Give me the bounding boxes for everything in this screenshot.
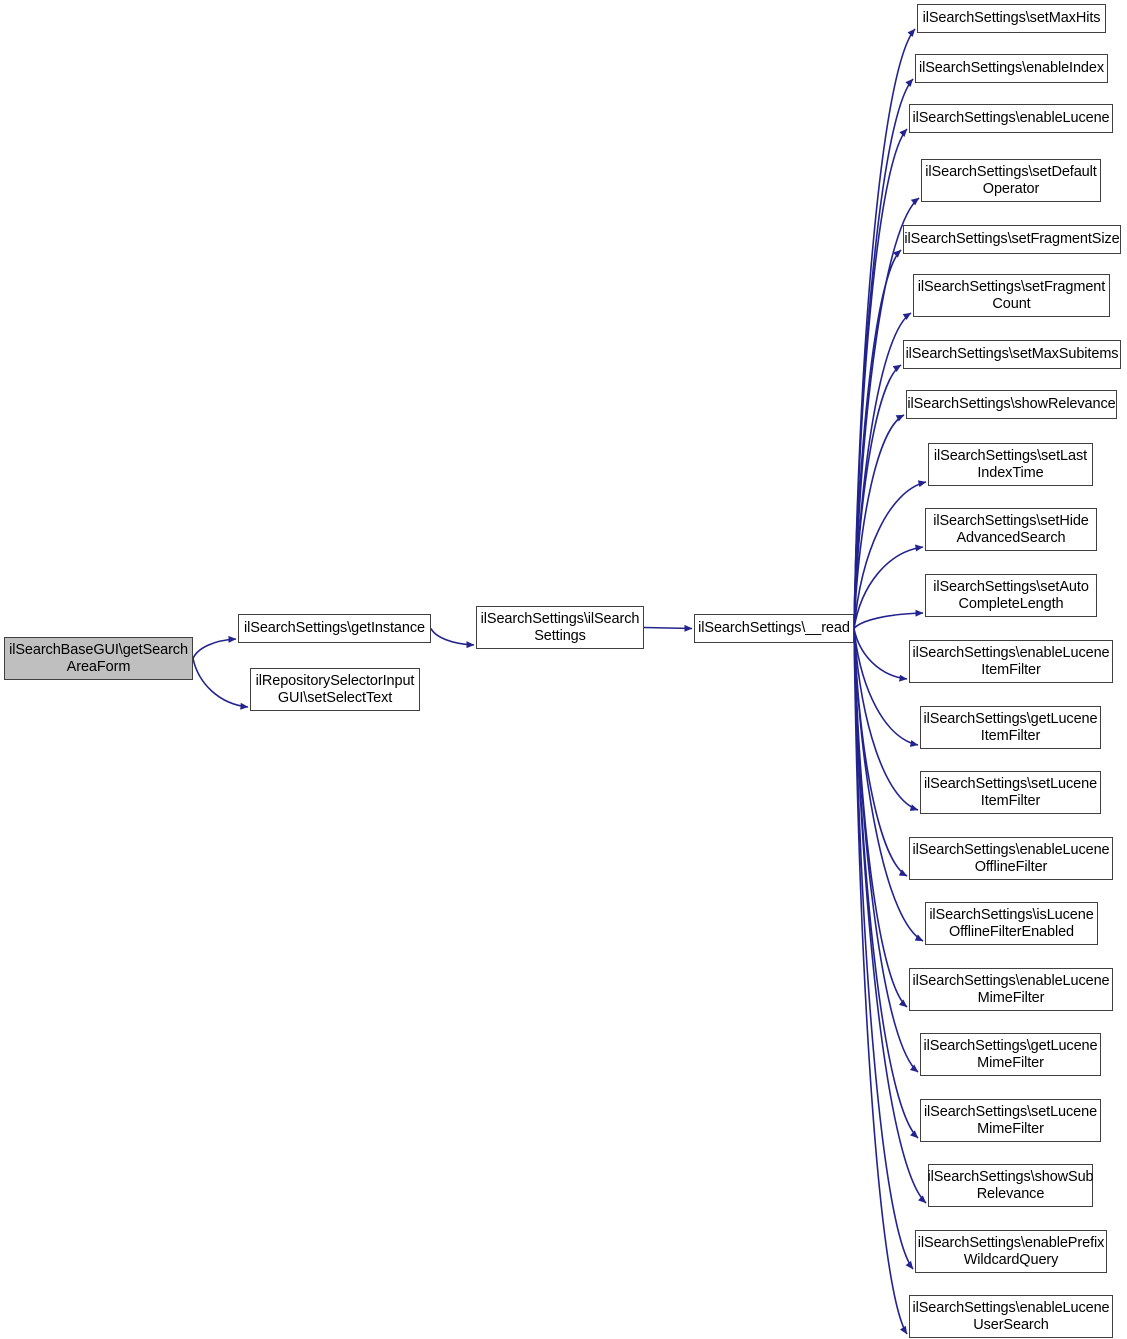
call-edge	[853, 628, 927, 1204]
node-ilsearchsettings-enablelucene-itemfilter[interactable]: ilSearchSettings\enableLucene ItemFilter	[909, 640, 1113, 683]
node-label: ilSearchSettings\enableLucene OfflineFil…	[912, 841, 1110, 875]
node-ilsearchsettings-enablelucene-usersearch[interactable]: ilSearchSettings\enableLucene UserSearch	[909, 1295, 1113, 1338]
call-edge	[853, 628, 914, 1270]
node-ilrepositoryselectorinput-gui-setselecttext[interactable]: ilRepositorySelectorInput GUI\setSelectT…	[250, 668, 420, 711]
call-edge	[853, 480, 927, 629]
node-label: ilSearchSettings\enableLucene ItemFilter	[912, 644, 1110, 678]
node-ilsearchsettings-setfragment-count[interactable]: ilSearchSettings\setFragment Count	[913, 274, 1110, 317]
node-label: ilSearchSettings\showRelevance	[907, 396, 1116, 412]
node-label: ilSearchSettings\enableLucene UserSearch	[912, 1299, 1110, 1333]
node-label: ilSearchSettings\getLucene ItemFilter	[923, 710, 1098, 744]
node-label: ilSearchSettings\setHide AdvancedSearch	[933, 512, 1089, 546]
node-ilsearchsettings-setauto-completelength[interactable]: ilSearchSettings\setAuto CompleteLength	[925, 574, 1097, 617]
node-label: ilSearchSettings\enableLucene MimeFilter	[912, 972, 1110, 1006]
node-ilsearchsettings-showsub-relevance[interactable]: ilSearchSettings\showSub Relevance	[927, 1164, 1094, 1207]
node-label: ilSearchSettings\setFragment Count	[917, 278, 1106, 312]
node-ilsearchsettings-setmaxsubitems[interactable]: ilSearchSettings\setMaxSubitems	[903, 340, 1121, 369]
node-label: ilSearchSettings\setLucene ItemFilter	[923, 775, 1098, 809]
call-edge	[192, 635, 237, 659]
call-edge	[853, 249, 902, 629]
node-label: ilSearchSettings\setAuto CompleteLength	[933, 578, 1089, 612]
call-edge	[853, 628, 908, 682]
node-ilsearchsettings-setfragmentsize[interactable]: ilSearchSettings\setFragmentSize	[903, 225, 1121, 254]
node-label: ilSearchSettings\enableIndex	[918, 60, 1105, 76]
node-label: ilSearchSettings\getInstance	[244, 620, 425, 636]
node-ilsearchsettings-getinstance[interactable]: ilSearchSettings\getInstance	[238, 614, 431, 643]
call-edge	[853, 364, 902, 629]
node-label: ilSearchSettings\setFragmentSize	[904, 231, 1120, 247]
call-edge	[853, 544, 924, 629]
node-label: ilSearchSettings\setLast IndexTime	[933, 447, 1088, 481]
node-label: ilSearchSettings\enableLucene	[912, 110, 1110, 126]
node-ilsearchsettings-ilsearch-settings[interactable]: ilSearchSettings\ilSearch Settings	[476, 606, 644, 649]
node-label: ilSearchBaseGUI\getSearch AreaForm	[9, 641, 188, 675]
node-ilsearchsettings-enableindex[interactable]: ilSearchSettings\enableIndex	[915, 54, 1108, 83]
call-edge	[853, 628, 919, 1139]
call-edge	[853, 128, 908, 629]
node-label: ilSearchSettings\setLucene MimeFilter	[923, 1103, 1098, 1137]
node-ilsearchsettings-getlucene-itemfilter[interactable]: ilSearchSettings\getLucene ItemFilter	[920, 706, 1101, 749]
node-ilsearchsettings-sethide-advancedsearch[interactable]: ilSearchSettings\setHide AdvancedSearch	[925, 508, 1097, 551]
node-label: ilSearchSettings\ilSearch Settings	[480, 610, 640, 644]
node-label: ilSearchSettings\setDefault Operator	[925, 163, 1097, 197]
call-edge	[853, 414, 905, 629]
node-ilsearchsettings-enablelucene-mimefilter[interactable]: ilSearchSettings\enableLucene MimeFilter	[909, 968, 1113, 1011]
call-edge	[430, 628, 475, 649]
node-label: ilSearchSettings\__read	[698, 620, 850, 636]
call-edge	[853, 609, 924, 630]
node-ilsearchsettings-read[interactable]: ilSearchSettings\__read	[694, 614, 854, 643]
node-ilsearchsettings-setlucene-mimefilter[interactable]: ilSearchSettings\setLucene MimeFilter	[920, 1099, 1101, 1142]
node-label: ilSearchSettings\isLucene OfflineFilterE…	[929, 906, 1094, 940]
call-edge	[192, 658, 249, 710]
node-ilsearchsettings-showrelevance[interactable]: ilSearchSettings\showRelevance	[906, 390, 1117, 419]
node-label: ilSearchSettings\setMaxHits	[922, 10, 1101, 26]
node-ilsearchsettings-setlast-indextime[interactable]: ilSearchSettings\setLast IndexTime	[928, 443, 1093, 486]
call-edge	[853, 628, 908, 1335]
node-label: ilSearchSettings\showSub Relevance	[927, 1168, 1094, 1202]
call-edge	[643, 624, 693, 632]
node-ilsearchsettings-enableprefix-wildcardquery[interactable]: ilSearchSettings\enablePrefix WildcardQu…	[915, 1230, 1107, 1273]
call-edge	[853, 628, 908, 1008]
node-ilsearchsettings-enablelucene[interactable]: ilSearchSettings\enableLucene	[909, 104, 1113, 133]
node-ilsearchsettings-setmaxhits[interactable]: ilSearchSettings\setMaxHits	[917, 4, 1106, 33]
call-edge	[853, 28, 916, 629]
node-ilsearchsettings-getlucene-mimefilter[interactable]: ilSearchSettings\getLucene MimeFilter	[920, 1033, 1101, 1076]
call-edge	[853, 628, 908, 877]
node-ilsearchsettings-setdefault-operator[interactable]: ilSearchSettings\setDefault Operator	[921, 159, 1101, 202]
node-label: ilSearchSettings\setMaxSubitems	[905, 346, 1119, 362]
node-ilsearchsettings-setlucene-itemfilter[interactable]: ilSearchSettings\setLucene ItemFilter	[920, 771, 1101, 814]
node-label: ilSearchSettings\getLucene MimeFilter	[923, 1037, 1098, 1071]
node-label: ilRepositorySelectorInput GUI\setSelectT…	[255, 672, 415, 706]
node-ilsearchsettings-islucene-offlinefilterenabled[interactable]: ilSearchSettings\isLucene OfflineFilterE…	[925, 902, 1098, 945]
node-label: ilSearchSettings\enablePrefix WildcardQu…	[917, 1234, 1105, 1268]
node-ilsearchbasegui-getsearch-areaform[interactable]: ilSearchBaseGUI\getSearch AreaForm	[4, 637, 193, 680]
node-ilsearchsettings-enablelucene-offlinefilter[interactable]: ilSearchSettings\enableLucene OfflineFil…	[909, 837, 1113, 880]
